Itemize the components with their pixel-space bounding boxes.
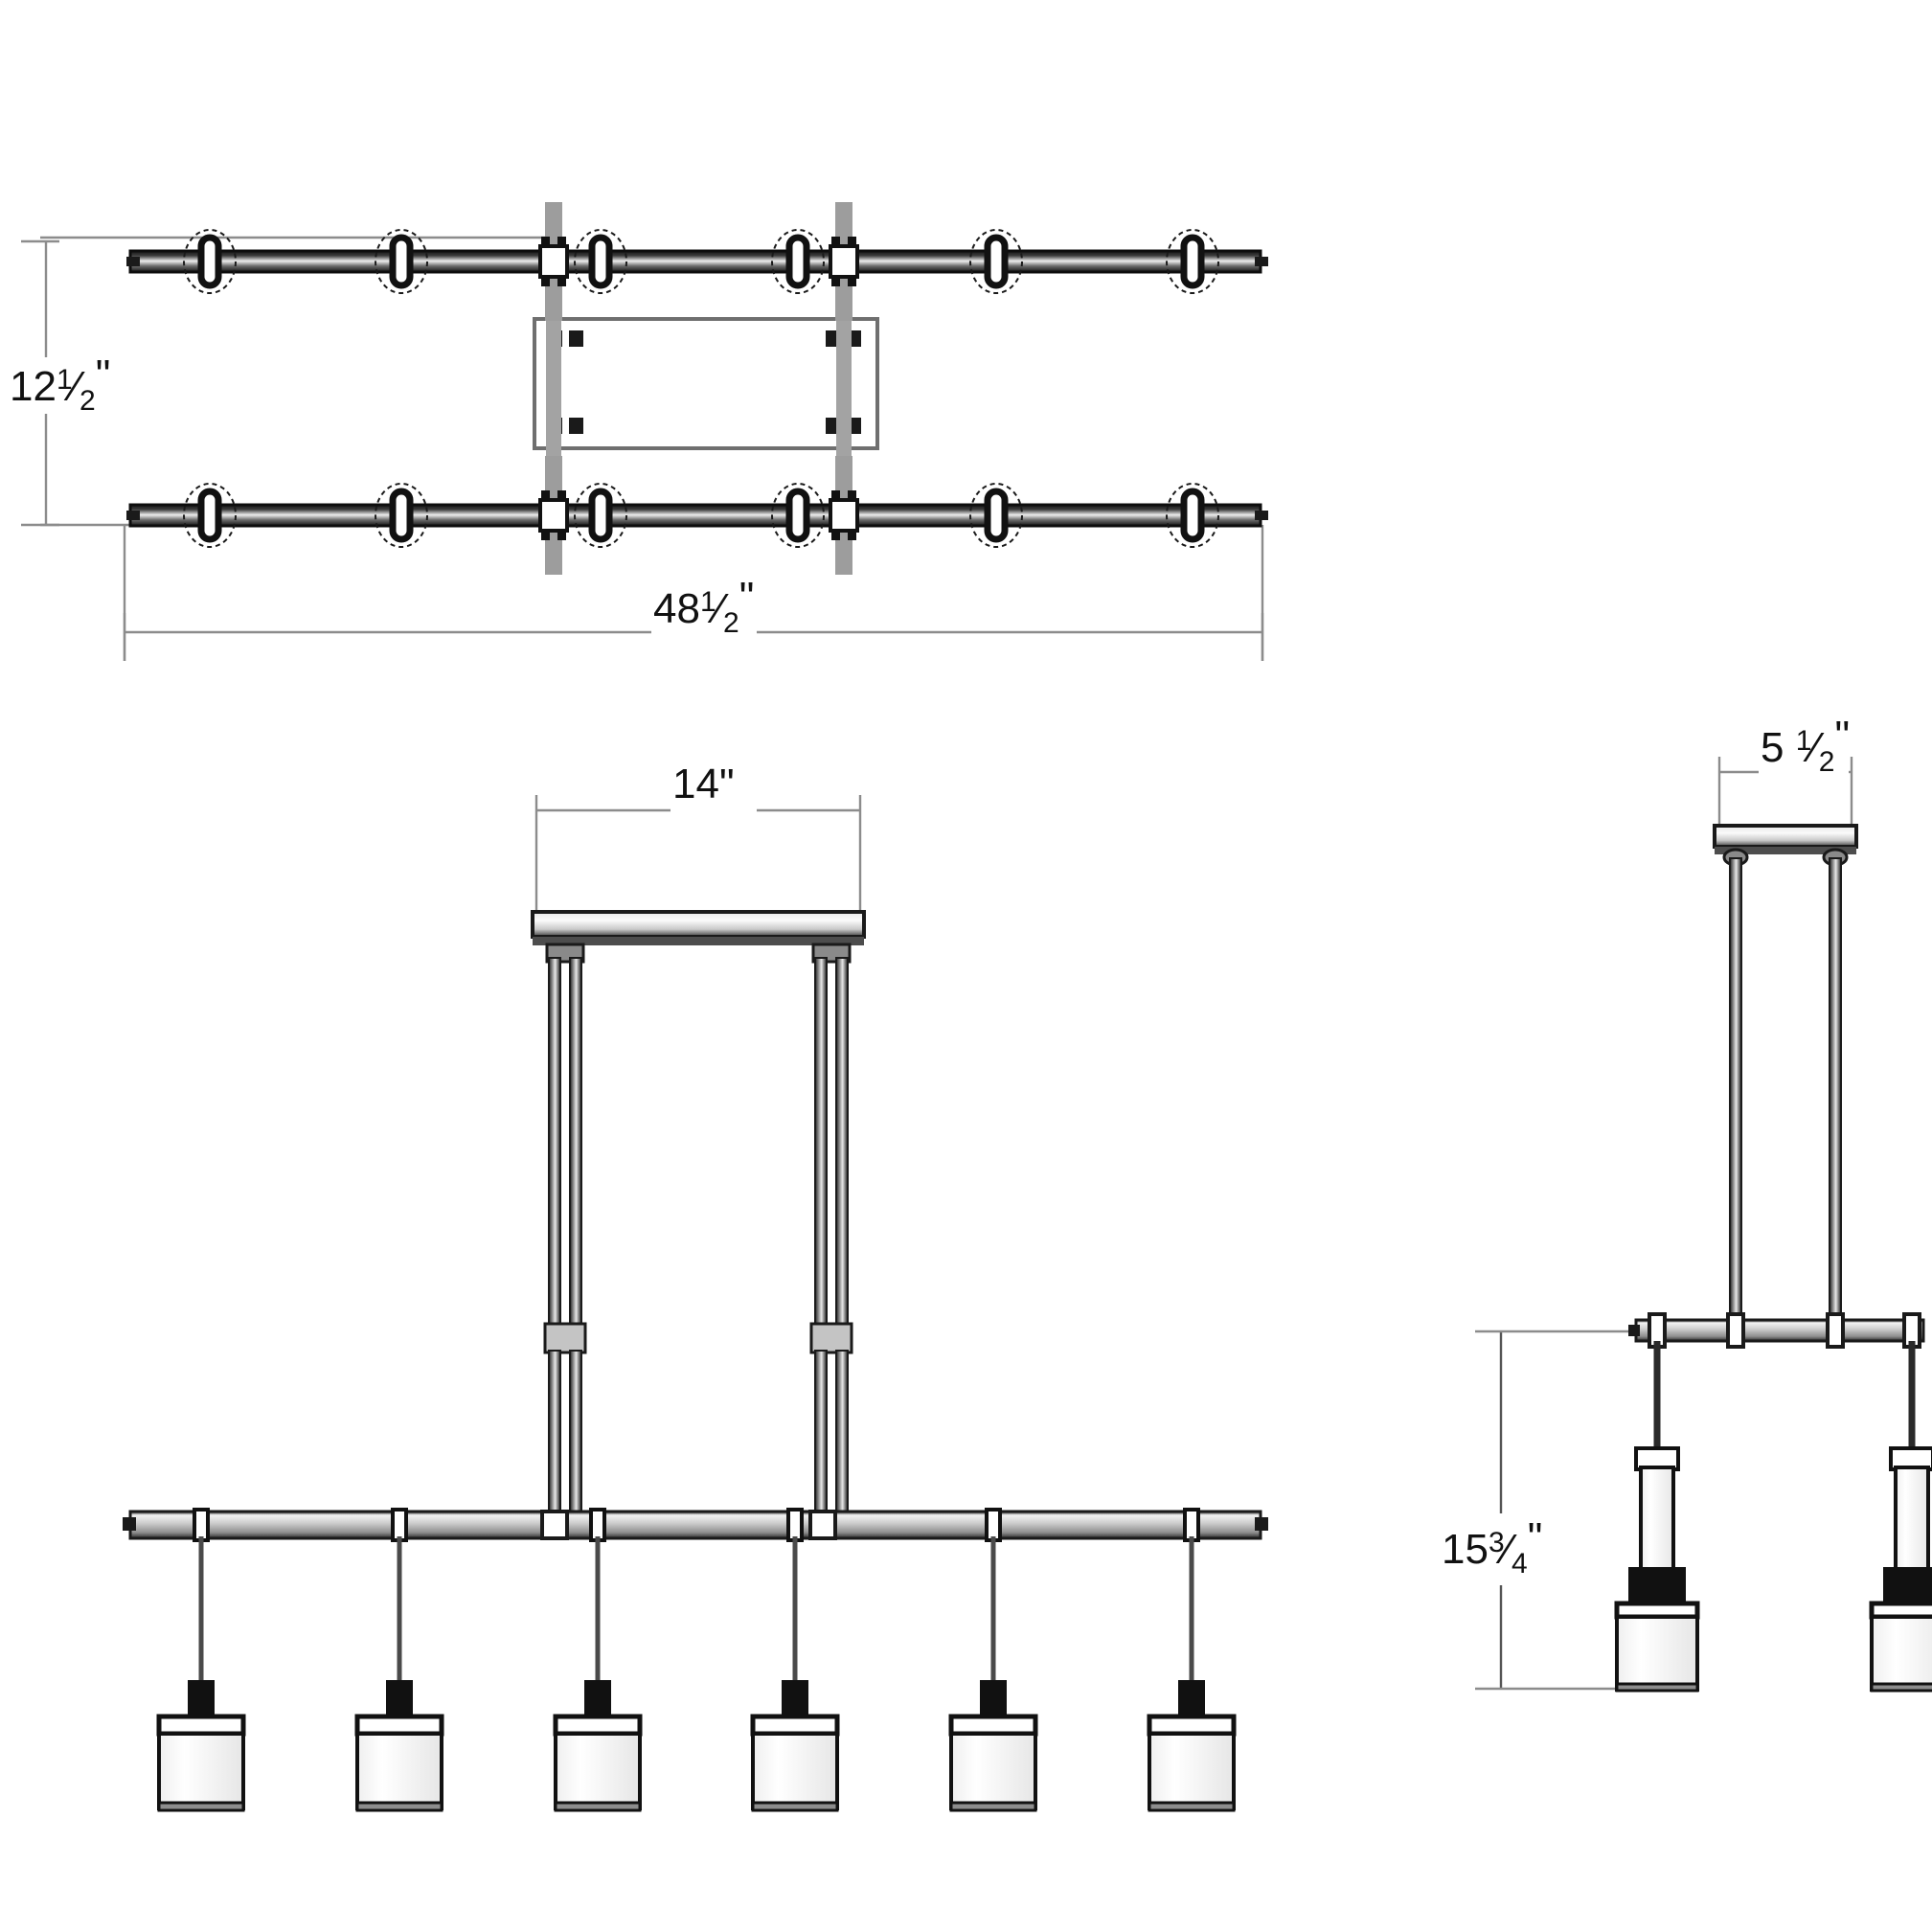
dimension-label-canopy-depth: 5 1⁄2" xyxy=(1761,713,1850,778)
front-view-horizontal-bar xyxy=(123,1508,1268,1542)
front-view: 14" xyxy=(123,761,1268,1810)
dimension-overall-depth: 121⁄2" xyxy=(10,239,110,527)
dimension-canopy-depth: 5 1⁄2" xyxy=(1717,713,1853,826)
front-view-pendants xyxy=(159,1536,1234,1810)
dimension-label-overall-height: 153⁄4" xyxy=(1442,1514,1542,1580)
dimension-overall-height: 153⁄4" xyxy=(1442,1330,1628,1691)
front-view-stem-pair-right xyxy=(809,943,853,1526)
front-rail-node-2 xyxy=(391,1508,408,1542)
front-rail-node-1 xyxy=(193,1508,210,1542)
front-pendant-2 xyxy=(357,1536,442,1810)
top-view: 121⁄2" 481⁄2" xyxy=(10,200,1268,661)
side-view-stems xyxy=(1729,857,1842,1329)
front-rail-node-6 xyxy=(1183,1508,1200,1542)
top-view-rail-upper xyxy=(126,200,1268,323)
front-pendant-3 xyxy=(556,1536,640,1810)
front-pendant-6 xyxy=(1149,1536,1234,1810)
front-view-canopy xyxy=(531,910,866,945)
side-pendant-2 xyxy=(1872,1341,1932,1691)
dimension-label-overall-depth: 121⁄2" xyxy=(10,352,110,417)
front-view-stem-pair-left xyxy=(543,943,587,1526)
front-pendant-4 xyxy=(753,1536,837,1810)
dimension-label-overall-length: 481⁄2" xyxy=(653,574,754,639)
side-view-pendants xyxy=(1617,1341,1932,1691)
front-rail-node-3 xyxy=(589,1508,606,1542)
side-rail-node-3 xyxy=(1826,1312,1845,1349)
dimension-label-canopy-width: 14" xyxy=(672,761,735,807)
side-rail-node-2 xyxy=(1726,1312,1745,1349)
top-view-canopy-plate xyxy=(533,317,879,450)
dimension-overall-length: 481⁄2" xyxy=(123,574,1264,661)
side-view: 5 1⁄2" 153⁄4" xyxy=(1442,713,1932,1691)
top-view-rail-lower xyxy=(126,454,1268,577)
front-rail-node-5 xyxy=(985,1508,1002,1542)
side-pendant-1 xyxy=(1617,1341,1697,1691)
front-pendant-1 xyxy=(159,1536,243,1810)
front-rail-node-4 xyxy=(786,1508,804,1542)
side-view-horizontal-bar xyxy=(1628,1312,1925,1349)
dimension-canopy-width: 14" xyxy=(534,761,862,910)
front-pendant-5 xyxy=(951,1536,1035,1810)
